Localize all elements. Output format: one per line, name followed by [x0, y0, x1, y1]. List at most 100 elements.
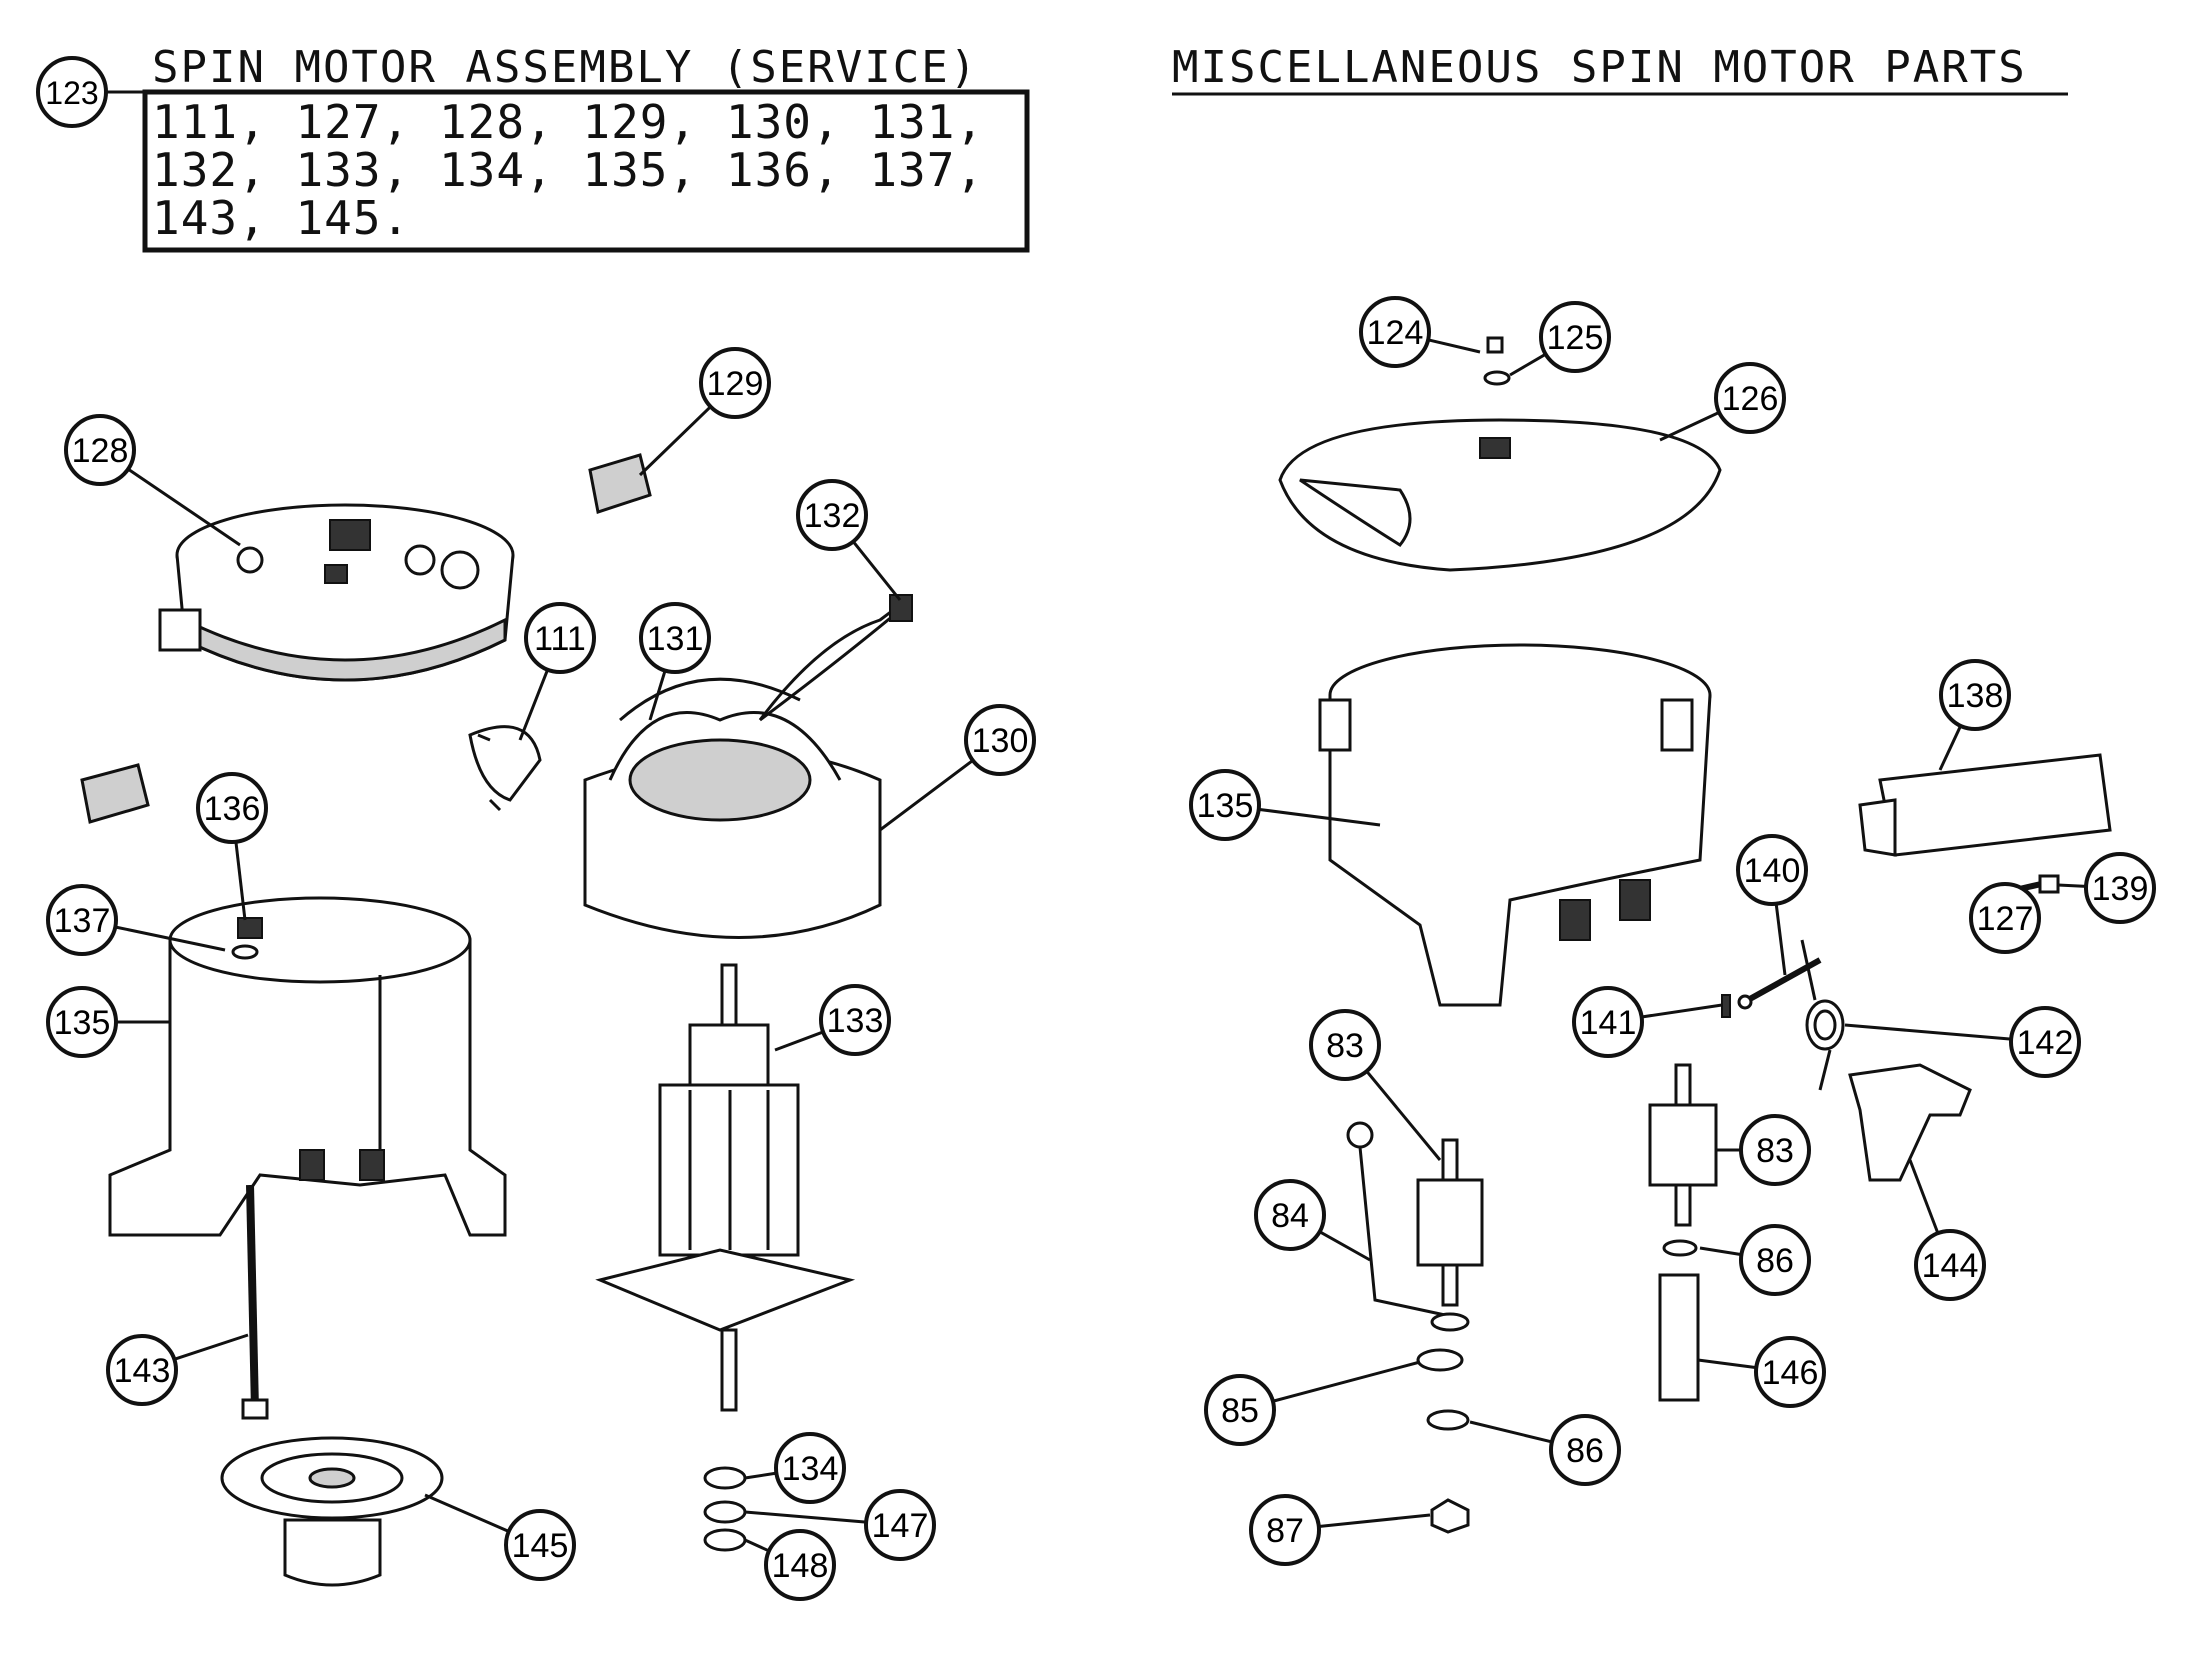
callout-number: 139 [2092, 870, 2149, 908]
callout-number: 141 [1580, 1004, 1637, 1042]
callout-number: 84 [1271, 1197, 1309, 1235]
callout-number: 86 [1756, 1242, 1794, 1280]
callout-leader [1641, 1003, 1723, 1019]
callout-leader [114, 925, 226, 952]
includes-line-1: 111, 127, 128, 129, 130, 131, [152, 95, 984, 149]
callout-left-145-11: 145 [424, 1493, 576, 1581]
callout-number: 124 [1367, 314, 1424, 352]
callout-leader [2057, 883, 2087, 888]
ground-wire-drawing [1346, 1121, 1446, 1317]
callout-number: 131 [647, 620, 704, 658]
callout-leader [1272, 1360, 1421, 1403]
callout-leader [1697, 1358, 1757, 1370]
callout-leader [648, 670, 667, 721]
callout-bubble [1969, 882, 2041, 954]
motor-cover-drawing [1278, 418, 1722, 572]
callout-leader [1938, 725, 1962, 771]
includes-box [142, 89, 1030, 253]
actuator-bracket-drawing [1848, 1063, 1972, 1182]
callout-leader [1509, 352, 1547, 377]
callout-leader [1659, 411, 1720, 442]
callout-leader [774, 1030, 824, 1052]
callout-bubble [1739, 1114, 1811, 1186]
lead-wire-drawing [758, 594, 913, 721]
callout-bubble [964, 704, 1036, 776]
callout-right-142-9: 142 [1844, 1006, 2081, 1078]
callout-leader [1318, 1230, 1371, 1262]
pulley-drawing [220, 1436, 444, 1587]
misc-title: MISCELLANEOUS SPIN MOTOR PARTS [1172, 42, 2027, 93]
callout-left-128-0: 128 [64, 414, 241, 547]
callout-left-133-9: 133 [774, 984, 891, 1056]
callout-left-134-12: 134 [744, 1432, 846, 1504]
callout-right-141-8: 141 [1572, 986, 1723, 1058]
callout-bubble [1572, 986, 1644, 1058]
callout-left-129-1: 129 [638, 347, 771, 477]
callout-right-86-17: 86 [1469, 1414, 1621, 1486]
callout-leader [1258, 807, 1381, 827]
callout-number: 138 [1947, 677, 2004, 715]
callout-number: 128 [72, 432, 129, 470]
callout-number: 85 [1221, 1392, 1259, 1430]
callout-number: 144 [1922, 1247, 1979, 1285]
callout-number: 143 [114, 1352, 171, 1390]
callout-leader [424, 1493, 510, 1533]
callout-left-143-10: 143 [106, 1333, 249, 1406]
brush-clip-drawing [468, 725, 542, 812]
callout-bubble [504, 1509, 576, 1581]
callout-left-136-6: 136 [196, 772, 268, 921]
callout-bubble [1189, 769, 1261, 841]
callout-leader [1469, 1420, 1553, 1444]
callout-right-124-0: 124 [1359, 296, 1481, 368]
callout-bubble [1754, 1336, 1826, 1408]
callout-number: 87 [1266, 1512, 1304, 1550]
callout-left-130-5: 130 [879, 704, 1036, 832]
callout-right-87-18: 87 [1249, 1494, 1431, 1566]
callout-number: 130 [972, 722, 1029, 760]
callout-leader [638, 405, 712, 477]
callout-leader [1699, 1246, 1742, 1257]
callout-bubble [1939, 659, 2011, 731]
callout-leader [1908, 1159, 1940, 1234]
callout-leader [234, 841, 247, 921]
includes-line-3: 143, 145. [152, 191, 410, 245]
callout-bubble [1359, 296, 1431, 368]
end-bell-drawing [158, 503, 515, 682]
callout-right-83-10: 83 [1309, 1009, 1442, 1161]
callout-right-126-2: 126 [1659, 362, 1786, 442]
callout-number: 86 [1566, 1432, 1604, 1470]
callout-leader [1365, 1070, 1442, 1161]
misc-header: MISCELLANEOUS SPIN MOTOR PARTS [1172, 42, 2068, 96]
spacer-drawing [1658, 1273, 1700, 1402]
callout-number: 137 [54, 902, 111, 940]
callout-number: 132 [804, 497, 861, 535]
callout-bubble [774, 1432, 846, 1504]
callout-number: 129 [707, 365, 764, 403]
callout-right-140-5: 140 [1736, 834, 1808, 976]
motor-frame-left-drawing [108, 896, 507, 1237]
callout-bubble [1549, 1414, 1621, 1486]
callout-left-147-13: 147 [744, 1489, 936, 1561]
assembly-title: SPIN MOTOR ASSEMBLY (SERVICE) [152, 42, 978, 93]
callout-number: 134 [782, 1450, 839, 1488]
callout-number: 147 [872, 1507, 929, 1545]
callout-number: 140 [1744, 852, 1801, 890]
callout-bubble [864, 1489, 936, 1561]
callout-bubble [699, 347, 771, 419]
callout-leader [1318, 1513, 1431, 1528]
callout-left-148-14: 148 [744, 1529, 836, 1601]
screw-washer-drawing [1483, 336, 1511, 386]
callout-bubble [639, 602, 711, 674]
assembly-header: 123 SPIN MOTOR ASSEMBLY (SERVICE) 111, 1… [36, 42, 1030, 253]
callout-left-135-8: 135 [46, 986, 170, 1058]
callout-bubble [64, 414, 136, 486]
callout-bubble [1204, 1374, 1276, 1446]
through-bolt-drawing [241, 1184, 269, 1420]
callout-leader [1844, 1023, 2012, 1041]
callout-left-131-4: 131 [639, 602, 711, 721]
callout-right-135-4: 135 [1189, 769, 1381, 841]
callout-left-137-7: 137 [46, 884, 226, 956]
callout-right-138-3: 138 [1938, 659, 2011, 771]
